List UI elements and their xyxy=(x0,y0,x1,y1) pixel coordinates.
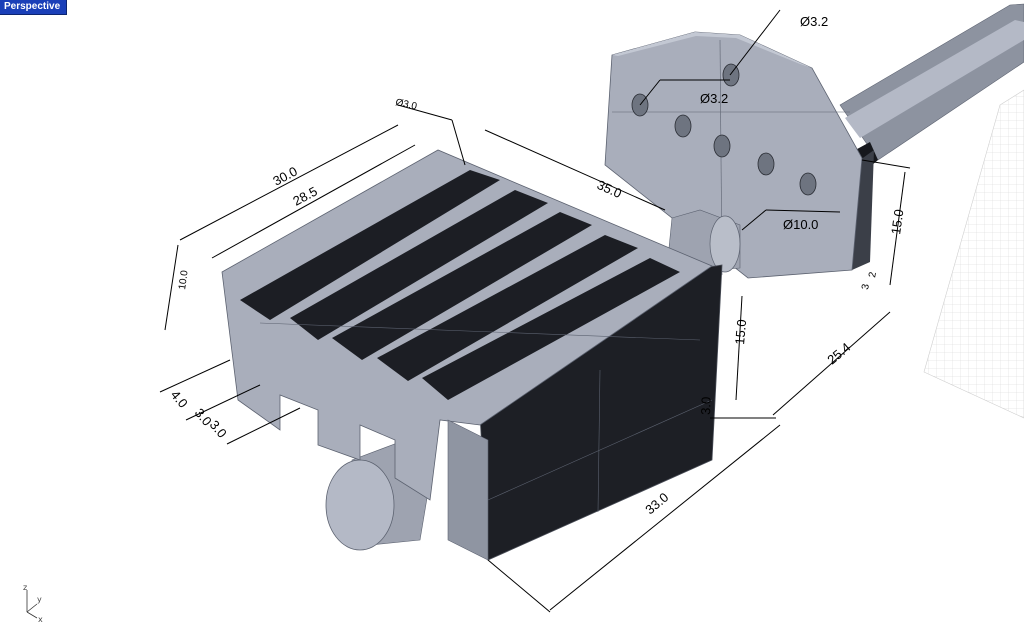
dimension-lines xyxy=(159,9,911,613)
dim-plate-height: 15.0 xyxy=(888,208,906,235)
dim-block-depth: 15.0 xyxy=(732,319,749,346)
dim-block-length: 33.0 xyxy=(642,490,671,518)
dim-length: 35.0 xyxy=(595,177,624,201)
dim-shaft-diameter: Ø10.0 xyxy=(783,217,818,232)
dim-block-side: 3.0 xyxy=(698,397,714,416)
dim-plate-hole-left: Ø3.2 xyxy=(700,91,728,106)
viewport-title-tab[interactable]: Perspective xyxy=(0,0,68,15)
dimension-labels: 30.0 28.5 35.0 10.0 Ø3.0 4.0 3.0 3.0 Ø10… xyxy=(168,14,907,517)
axis-z-label: z xyxy=(23,583,27,592)
dim-hole-small: Ø3.0 xyxy=(394,97,418,112)
axis-triad: z y x xyxy=(23,583,43,624)
plate-hole xyxy=(631,63,817,196)
axis-x-label: x xyxy=(38,615,43,624)
heatsink xyxy=(221,149,723,561)
shaft-stub xyxy=(325,441,431,551)
construction-grid xyxy=(923,89,1024,419)
dim-shaft-length: 25.4 xyxy=(824,340,853,368)
axis-y-label: y xyxy=(37,595,42,604)
dim-height: 10.0 xyxy=(177,269,191,290)
dim-plate-offset-b: 3 xyxy=(860,283,872,291)
dim-plate-hole-top: Ø3.2 xyxy=(800,14,828,29)
mounting-plate xyxy=(604,31,874,279)
dim-plate-offset-a: 2 xyxy=(867,271,879,279)
dim-width-inner: 28.5 xyxy=(290,184,319,209)
dim-base-thickness: 4.0 xyxy=(168,387,191,410)
